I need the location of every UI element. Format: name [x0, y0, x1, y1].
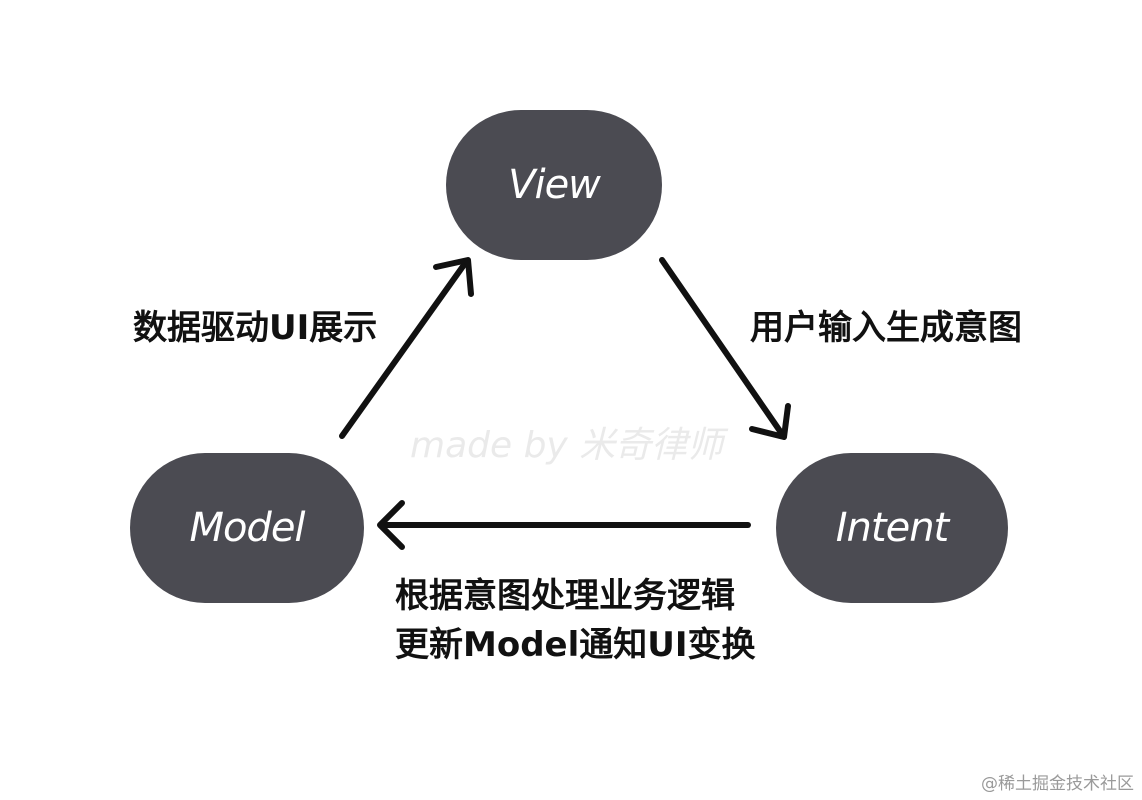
- watermark: made by 米奇律师: [410, 425, 724, 466]
- edge-label-view-to-intent: 用户输入生成意图: [750, 308, 1022, 348]
- node-model-label: Model: [189, 505, 305, 551]
- arrow-view-to-intent: [659, 257, 791, 440]
- node-model: Model: [130, 453, 364, 603]
- node-intent-label: Intent: [835, 505, 949, 551]
- edge-label-intent-to-model: 根据意图处理业务逻辑 更新Model通知UI变换: [395, 572, 756, 671]
- edge-label-intent-to-model-line1: 根据意图处理业务逻辑: [395, 576, 735, 616]
- source-credit: @稀土掘金技术社区: [981, 774, 1134, 794]
- node-view: View: [446, 110, 662, 260]
- edge-label-model-to-view: 数据驱动UI展示: [133, 308, 378, 348]
- arrow-model-to-view: [339, 257, 474, 439]
- node-view-label: View: [508, 162, 601, 208]
- node-intent: Intent: [776, 453, 1008, 603]
- arrow-intent-to-model: [377, 500, 751, 550]
- edge-label-intent-to-model-line2: 更新Model通知UI变换: [395, 625, 756, 666]
